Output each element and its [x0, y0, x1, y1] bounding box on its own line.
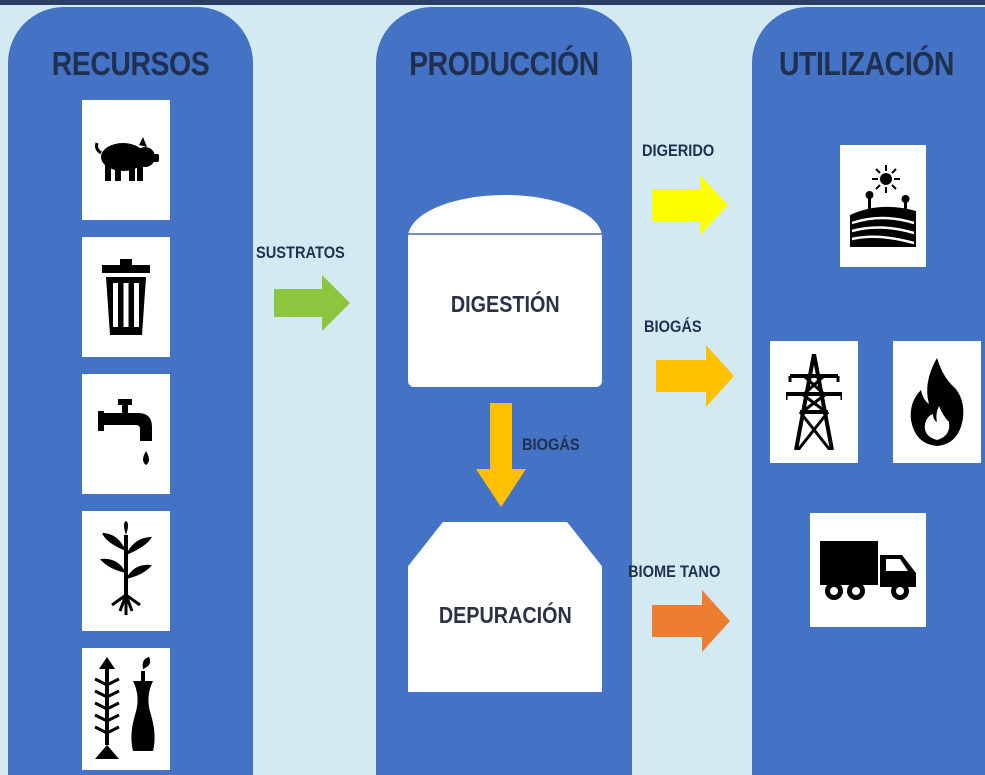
- pig-icon: [82, 100, 170, 220]
- power-tower-icon: [770, 341, 858, 463]
- recursos-title: RECURSOS: [51, 45, 210, 82]
- plant-icon: [82, 511, 170, 631]
- digestion-label: DIGESTIÓN: [450, 290, 560, 317]
- sustratos-arrow: [274, 275, 350, 331]
- biogas-internal-label: BIOGÁS: [522, 435, 580, 454]
- biogas-internal-arrow: [476, 403, 526, 507]
- truck-icon: [810, 513, 926, 627]
- trash-can-icon: [82, 237, 170, 357]
- digerido-label: DIGERIDO: [642, 141, 715, 160]
- biometano-arrow: [652, 590, 730, 652]
- sustratos-label: SUSTRATOS: [256, 243, 345, 262]
- produccion-title: PRODUCCIÓN: [409, 45, 599, 82]
- digerido-arrow: [652, 175, 728, 235]
- depuracion-tank: DEPURACIÓN: [408, 522, 602, 692]
- food-waste-icon: [82, 648, 170, 770]
- biometano-label: BIOME TANO: [628, 562, 721, 581]
- water-tap-icon: [82, 374, 170, 494]
- biogas-output-arrow: [656, 345, 734, 407]
- depuracion-label: DEPURACIÓN: [438, 601, 572, 628]
- utilizacion-title: UTILIZACIÓN: [778, 45, 954, 82]
- biogas-output-label: BIOGÁS: [644, 317, 702, 336]
- digestion-tank: DIGESTIÓN: [408, 195, 602, 387]
- flame-icon: [893, 341, 981, 463]
- farmland-icon: [840, 145, 926, 267]
